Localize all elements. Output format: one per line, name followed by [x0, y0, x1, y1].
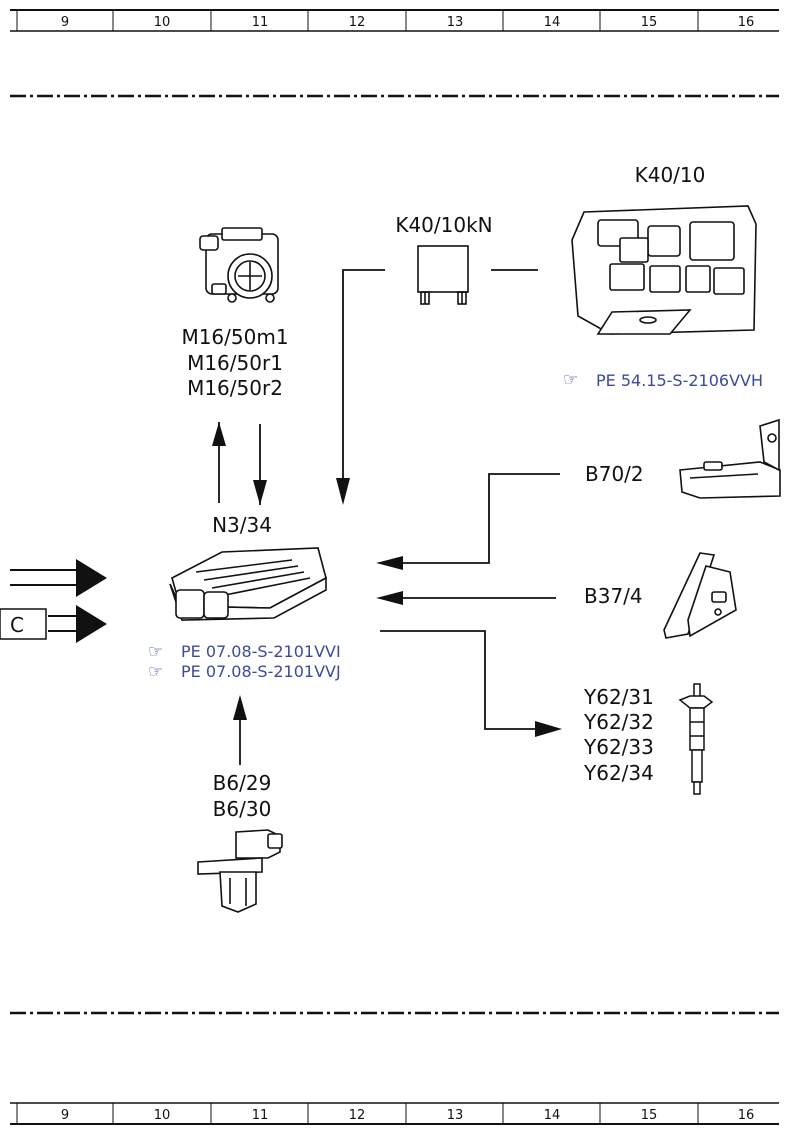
airflow-sensor-image — [679, 418, 781, 499]
grid-col-16-bottom: 16 — [738, 1108, 755, 1123]
arrow-head-relay-ecu — [336, 478, 350, 505]
grid-col-13: 13 — [447, 15, 464, 30]
throttle-label-1: M16/50m1 — [181, 325, 288, 349]
pointing-hand-icon: ☞ — [148, 662, 163, 682]
injector-image — [678, 683, 714, 795]
relay-to-ecu-line — [342, 269, 385, 480]
ecu-ref-link-2[interactable]: PE 07.08-S-2101VVJ — [181, 662, 341, 681]
grid-col-14-bottom: 14 — [544, 1108, 561, 1123]
injector-label-1: Y62/31 — [583, 685, 654, 709]
fusebox-ref-link[interactable]: PE 54.15-S-2106VVH — [596, 371, 763, 390]
grid-col-14: 14 — [544, 15, 561, 30]
grid-col-10: 10 — [154, 15, 171, 30]
arrow-head-down-ecu — [253, 480, 267, 505]
fusebox-image — [571, 205, 757, 335]
grid-col-9: 9 — [61, 15, 69, 30]
relay-label: K40/10kN — [395, 213, 492, 237]
arrow-head-camshaft-ecu — [233, 695, 247, 720]
grid-col-11-bottom: 11 — [252, 1108, 269, 1123]
grid-col-15-bottom: 15 — [641, 1108, 658, 1123]
grid-col-15: 15 — [641, 15, 658, 30]
pointing-hand-icon: ☞ — [148, 642, 163, 662]
injector-label-3: Y62/33 — [583, 735, 654, 759]
throttle-actuator-image — [199, 227, 279, 303]
grid-col-12: 12 — [349, 15, 366, 30]
airflow-label: B70/2 — [585, 462, 644, 486]
injector-label-2: Y62/32 — [583, 710, 654, 734]
grid-col-9-bottom: 9 — [61, 1108, 69, 1123]
camshaft-label-2: B6/30 — [213, 797, 272, 821]
ecu-image — [169, 547, 327, 621]
grid-col-13-bottom: 13 — [447, 1108, 464, 1123]
pointing-hand-icon: ☞ — [563, 370, 578, 390]
arrow-head-airflow-ecu — [376, 556, 403, 570]
arrow-head-pedal-ecu — [376, 591, 403, 605]
camshaft-sensor-image — [197, 829, 283, 913]
grid-col-12-bottom: 12 — [349, 1108, 366, 1123]
left-bus-arrows — [10, 559, 107, 643]
pedal-sensor-image — [663, 552, 737, 639]
top-grid-bar: 9 10 11 12 13 14 15 16 — [10, 9, 779, 32]
throttle-label-2: M16/50r1 — [187, 351, 283, 375]
airflow-to-ecu-line — [400, 473, 560, 564]
camshaft-label-1: B6/29 — [213, 771, 272, 795]
connector-box — [0, 608, 47, 640]
ecu-ref-link-1[interactable]: PE 07.08-S-2101VVI — [181, 642, 341, 661]
relay-symbol — [417, 245, 469, 305]
injector-label-4: Y62/34 — [583, 761, 654, 785]
grid-col-16: 16 — [738, 15, 755, 30]
arrow-head-injectors — [535, 721, 562, 737]
ecu-label: N3/34 — [212, 513, 272, 537]
grid-col-10-bottom: 10 — [154, 1108, 171, 1123]
arrow-head-up-throttle — [212, 422, 226, 446]
grid-col-11: 11 — [252, 15, 269, 30]
throttle-label-3: M16/50r2 — [187, 376, 283, 400]
fusebox-label: K40/10 — [635, 163, 706, 187]
connector-label: C — [10, 613, 24, 637]
ecu-to-injectors-line — [380, 630, 535, 730]
bottom-grid-bar: 9 10 11 12 13 14 15 16 — [10, 1102, 779, 1125]
pedal-label: B37/4 — [584, 584, 643, 608]
